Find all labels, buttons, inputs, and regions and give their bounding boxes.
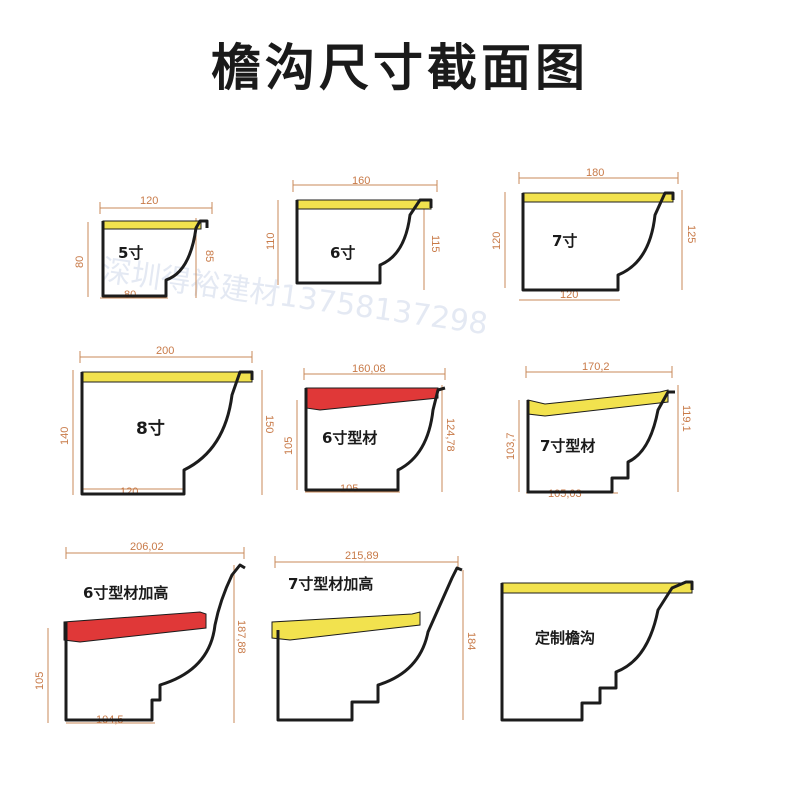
profile-label: 5寸 xyxy=(118,244,143,262)
profile-label: 6寸型材 xyxy=(322,429,377,447)
dim-bottom: 105,03 xyxy=(548,488,582,500)
dim-left: 110 xyxy=(265,232,277,250)
profile-label: 6寸 xyxy=(330,244,355,262)
dim-top: 200 xyxy=(156,345,174,357)
dim-left: 103,7 xyxy=(505,432,517,460)
dim-top: 215,89 xyxy=(345,550,379,562)
dim-top: 160 xyxy=(352,175,370,187)
profile-5-cun: 120 80 85 80 5寸 xyxy=(74,195,215,301)
dim-right: 150 xyxy=(263,415,275,433)
profile-7-cun: 180 120 125 120 7寸 xyxy=(491,167,697,301)
dim-right: 119,1 xyxy=(680,405,692,432)
dim-right: 184 xyxy=(465,632,477,650)
profile-8-cun: 200 140 150 120 8寸 xyxy=(59,345,275,498)
profile-6-cun: 160 110 115 6寸 xyxy=(265,175,441,290)
profile-label: 7寸型材加高 xyxy=(288,575,373,593)
profile-6-cun-xingcai-jiagao: 206,02 105 187,88 104,5 6寸型材加高 xyxy=(34,541,247,726)
profile-label: 定制檐沟 xyxy=(535,629,595,647)
page-title: 檐沟尺寸截面图 xyxy=(211,39,589,97)
dim-left: 105 xyxy=(283,437,295,455)
dim-right: 85 xyxy=(203,250,215,262)
dim-left: 120 xyxy=(491,232,503,250)
dim-top: 160,08 xyxy=(352,363,386,375)
profile-7-cun-xingcai-jiagao: 215,89 184 7寸型材加高 xyxy=(271,550,477,722)
dim-top: 180 xyxy=(586,167,604,179)
profile-6-cun-xingcai: 160,08 105 124,78 105 6寸型材 xyxy=(283,363,456,495)
profile-custom: 定制檐沟 xyxy=(500,580,694,722)
profile-7-cun-xingcai: 170,2 103,7 119,1 105,03 7寸型材 xyxy=(505,361,692,500)
dim-top: 206,02 xyxy=(130,541,164,553)
dim-right: 125 xyxy=(685,225,697,243)
dim-bottom: 120 xyxy=(560,289,578,301)
dim-top: 170,2 xyxy=(582,361,610,373)
dim-top: 120 xyxy=(140,195,158,207)
profile-label: 7寸 xyxy=(552,232,577,250)
dim-left: 105 xyxy=(34,672,46,690)
dim-left: 80 xyxy=(74,256,86,268)
profile-label: 8寸 xyxy=(136,418,165,439)
dim-left: 140 xyxy=(59,427,71,445)
dim-right: 115 xyxy=(429,235,441,253)
dim-right: 124,78 xyxy=(444,418,456,452)
profile-label: 6寸型材加高 xyxy=(83,584,168,602)
dim-bottom: 120 xyxy=(120,486,138,498)
dim-right: 187,88 xyxy=(235,620,247,654)
profile-label: 7寸型材 xyxy=(540,437,595,455)
